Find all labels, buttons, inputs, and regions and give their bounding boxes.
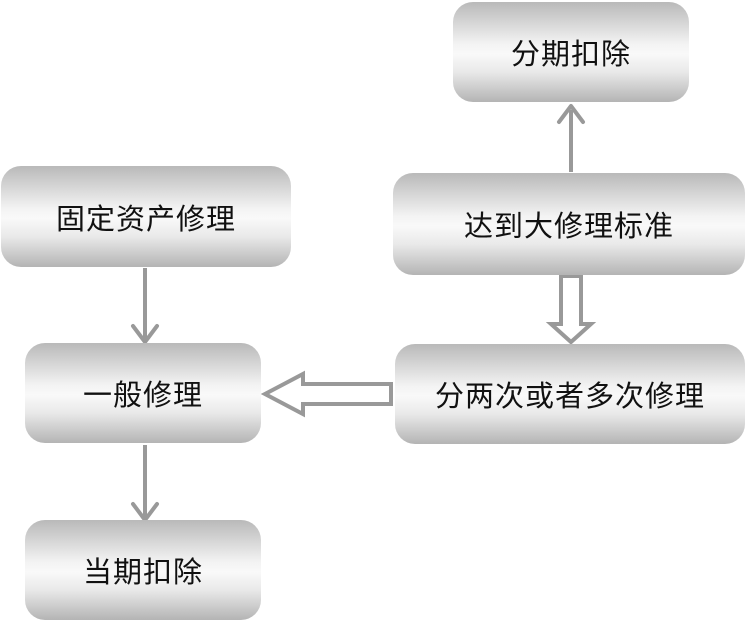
node-installment-deduction-label: 分期扣除: [510, 37, 631, 71]
node-major-repair-standard-label: 达到大修理标准: [463, 209, 674, 243]
node-fixed-asset-repair-label: 固定资产修理: [55, 201, 236, 236]
arrow-to-general-repair: [131, 268, 159, 344]
arrow-to-current-deduction: [131, 445, 159, 522]
node-major-repair-standard: 达到大修理标准: [393, 173, 745, 275]
node-installment-deduction: 分期扣除: [453, 2, 689, 102]
node-multiple-repairs: 分两次或者多次修理: [395, 344, 745, 444]
node-general-repair: 一般修理: [25, 343, 261, 443]
node-current-deduction-label: 当期扣除: [82, 555, 203, 589]
hollow-arrow-down: [545, 274, 597, 345]
arrow-to-installment-deduction: [557, 104, 585, 172]
node-fixed-asset-repair: 固定资产修理: [1, 166, 291, 267]
node-current-deduction: 当期扣除: [25, 520, 261, 620]
hollow-arrow-left: [260, 370, 393, 418]
node-general-repair-label: 一般修理: [82, 378, 203, 412]
node-multiple-repairs-label: 分两次或者多次修理: [434, 379, 705, 413]
